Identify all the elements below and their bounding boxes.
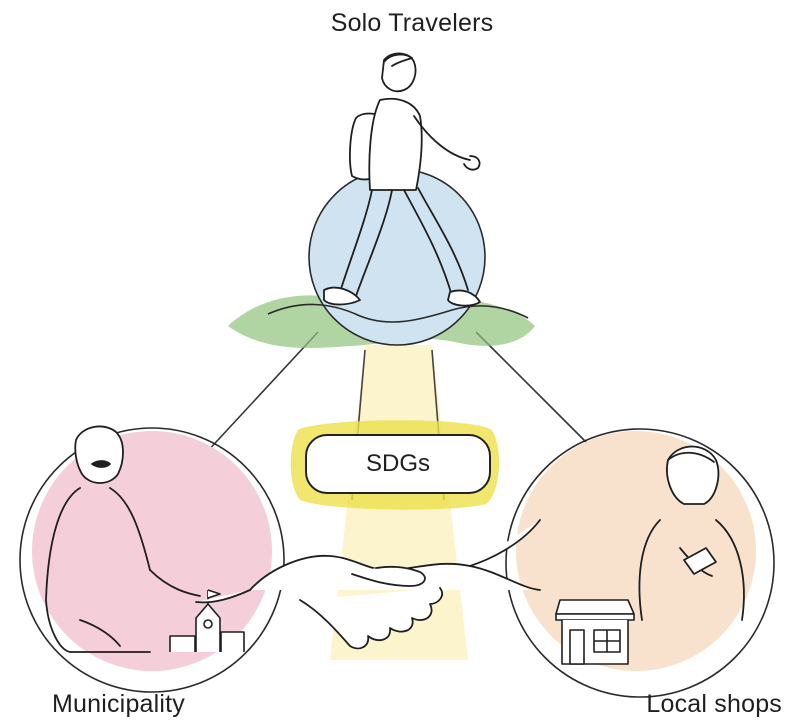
municipality-label: Municipality: [52, 690, 185, 719]
local-shops-label: Local shops: [646, 690, 782, 719]
sdgs-box: SDGs: [305, 434, 491, 494]
solo-travelers-label: Solo Travelers: [18, 9, 788, 38]
solo-travelers-bubble: [309, 169, 485, 345]
sdgs-label: SDGs: [366, 450, 430, 478]
local-shops-bubble-fill: [516, 431, 756, 671]
storefront-icon: [556, 600, 634, 664]
